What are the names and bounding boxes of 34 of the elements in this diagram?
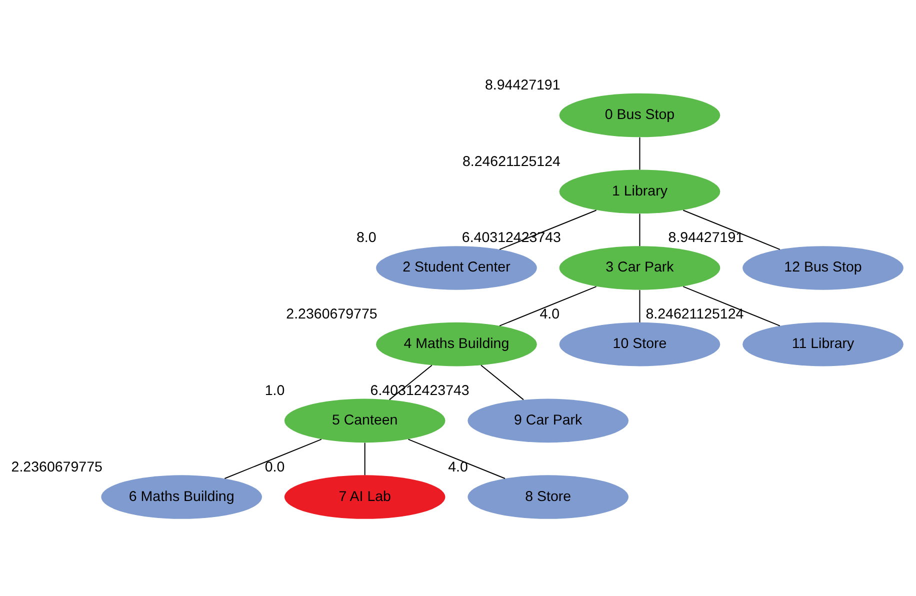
node-ellipse: 3 Car Park [559,246,720,290]
node-label: 8.24621125124 [646,306,744,322]
node-label: 0.0 [264,458,285,475]
node-label: 8.94427191 [668,230,744,246]
node-label: 1.0 [264,382,285,398]
node-ellipse: 6 Maths Building [101,474,262,518]
connector [499,286,596,326]
connector [682,209,780,250]
node-label: 2.2360679775 [286,306,378,322]
node-ellipse: 9 Car Park [468,398,629,442]
node-ellipse: 10 Store [559,322,720,366]
node-ellipse: 4 Maths Building [376,322,537,366]
node-label: 4.0 [540,306,560,322]
connector [480,364,524,400]
connector [682,286,780,326]
node-ellipse: 12 Bus Stop [742,246,904,290]
node-ellipse: 2 Student Center [376,246,537,290]
node-label: 2.2360679775 [11,458,102,475]
connector [639,290,640,322]
connector [639,136,640,170]
node-ellipse: 1 Library [559,169,720,213]
node-ellipse: 8 Store [468,474,629,518]
node-label: 4.0 [448,458,468,475]
node-ellipse: 11 Library [742,322,904,366]
connector [224,438,322,478]
node-label: 8.24621125124 [462,153,560,170]
connector [408,438,506,478]
node-ellipse: 5 Canteen [284,398,446,442]
node-label: 8.0 [356,230,376,246]
node-ellipse: 0 Bus Stop [559,92,720,137]
connector [639,213,640,246]
node-ellipse: 7 AI Lab [284,474,446,518]
node-label: 8.94427191 [485,76,560,93]
connector [364,442,366,475]
